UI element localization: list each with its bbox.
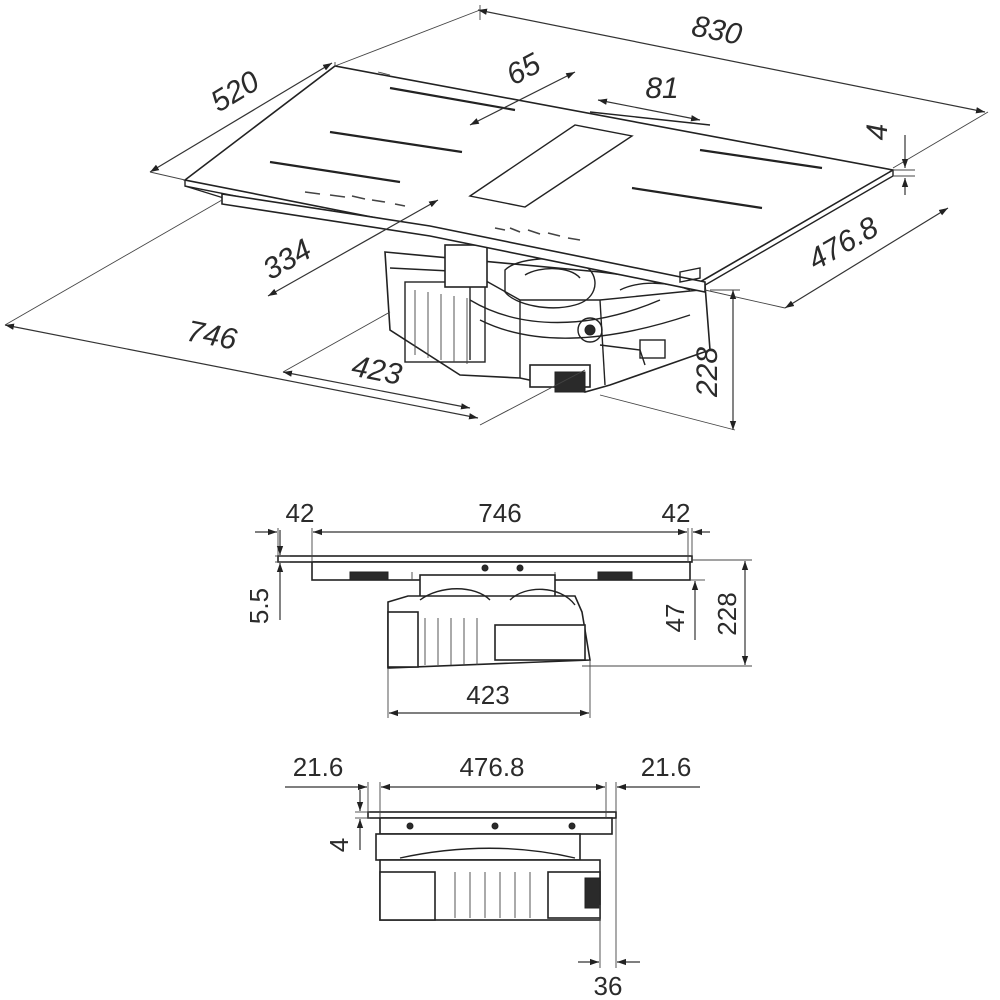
side-hob-drawing <box>367 811 617 921</box>
dim-offset-334: 334 <box>257 233 317 287</box>
side-dim-right-21-6: 21.6 <box>641 752 692 782</box>
side-view: 21.6 476.8 21.6 4 36 <box>285 752 700 1000</box>
front-dim-left-42: 42 <box>286 498 315 528</box>
iso-dimensions <box>4 5 989 431</box>
front-dim-height-228: 228 <box>712 592 742 635</box>
dim-cutout-width-746: 746 <box>184 315 240 357</box>
dim-glass-4: 4 <box>861 124 894 141</box>
front-dim-unit-423: 423 <box>466 680 509 710</box>
side-dim-glass-4: 4 <box>324 838 354 852</box>
dim-width-830: 830 <box>689 10 745 52</box>
front-view: 42 746 42 5.5 47 228 423 <box>244 498 752 718</box>
front-dim-right-42: 42 <box>662 498 691 528</box>
front-dim-frame-47: 47 <box>660 604 690 633</box>
front-dim-glass-5-5: 5.5 <box>244 588 274 624</box>
dim-zone-gap-81: 81 <box>645 72 678 105</box>
dim-depth-520: 520 <box>205 65 265 119</box>
front-dimensions <box>255 528 752 718</box>
front-hob-drawing <box>277 555 693 669</box>
iso-control-strip <box>304 191 581 241</box>
side-dim-left-21-6: 21.6 <box>293 752 344 782</box>
dim-cutout-depth-476-8: 476.8 <box>802 211 884 277</box>
side-dimensions <box>285 782 700 968</box>
front-dim-cutout-746: 746 <box>478 498 521 528</box>
dim-bridge-gap-65: 65 <box>501 47 546 92</box>
side-dim-rear-36: 36 <box>594 971 623 1000</box>
dim-unit-width-423: 423 <box>349 350 405 392</box>
side-dim-cutout-476-8: 476.8 <box>459 752 524 782</box>
dim-height-228: 228 <box>691 347 724 398</box>
isometric-view: 830 520 65 81 4 476.8 334 746 423 228 <box>4 5 989 431</box>
